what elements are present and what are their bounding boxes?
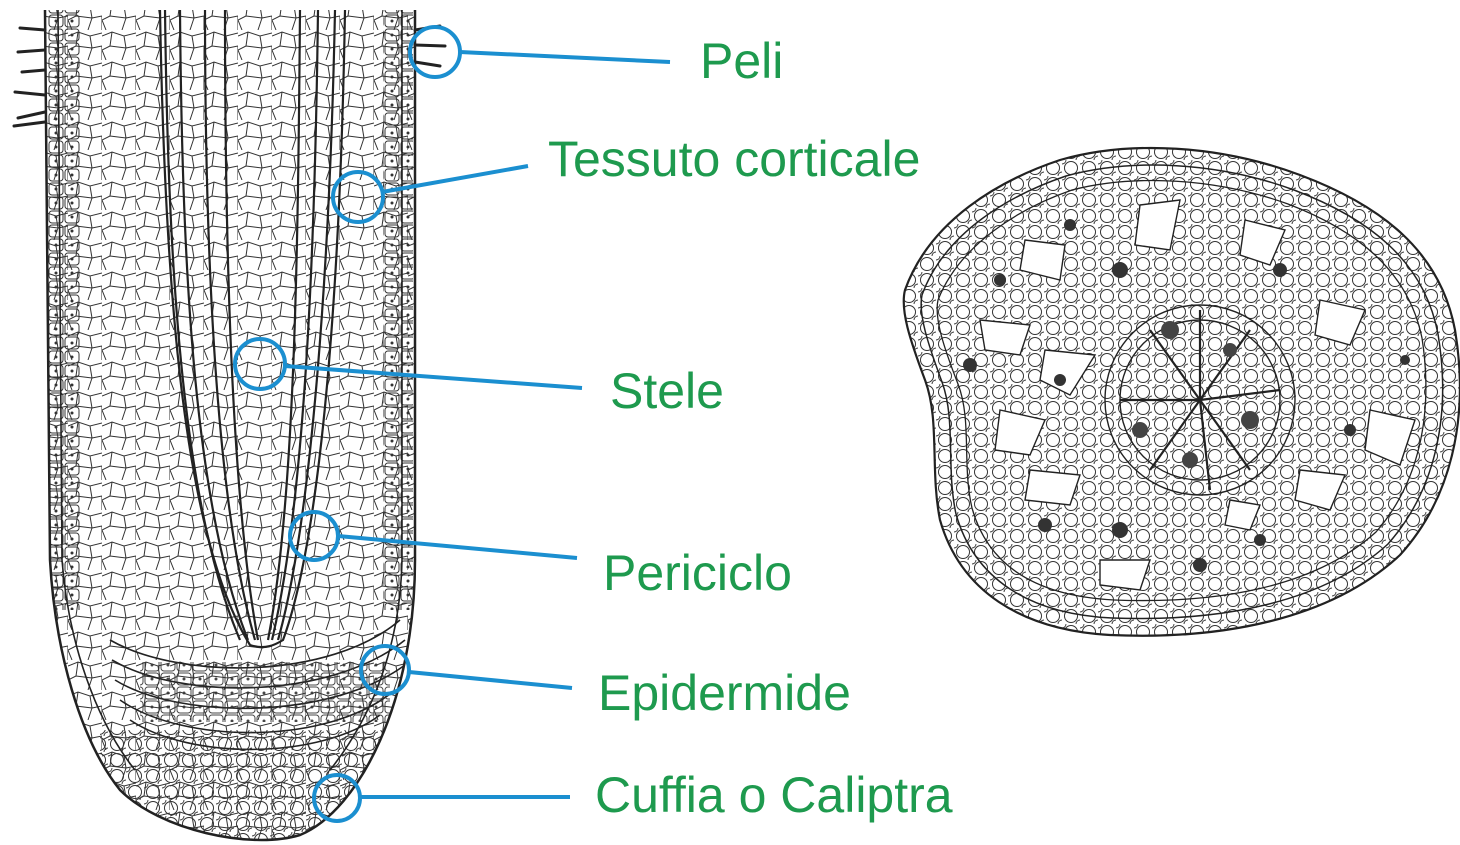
root-cross-section [895,130,1460,650]
leader-peli [410,27,670,77]
label-periciclo: Periciclo [603,545,792,601]
leader-cuffia [314,775,570,821]
labels: Peli Tessuto corticale Stele Periciclo E… [548,33,953,823]
label-cuffia: Cuffia o Caliptra [595,767,953,823]
root-tip-longitudinal-section [14,5,445,845]
label-peli: Peli [700,33,783,89]
label-stele: Stele [610,363,724,419]
label-epidermide: Epidermide [598,665,851,721]
label-tessuto-corticale: Tessuto corticale [548,131,920,187]
